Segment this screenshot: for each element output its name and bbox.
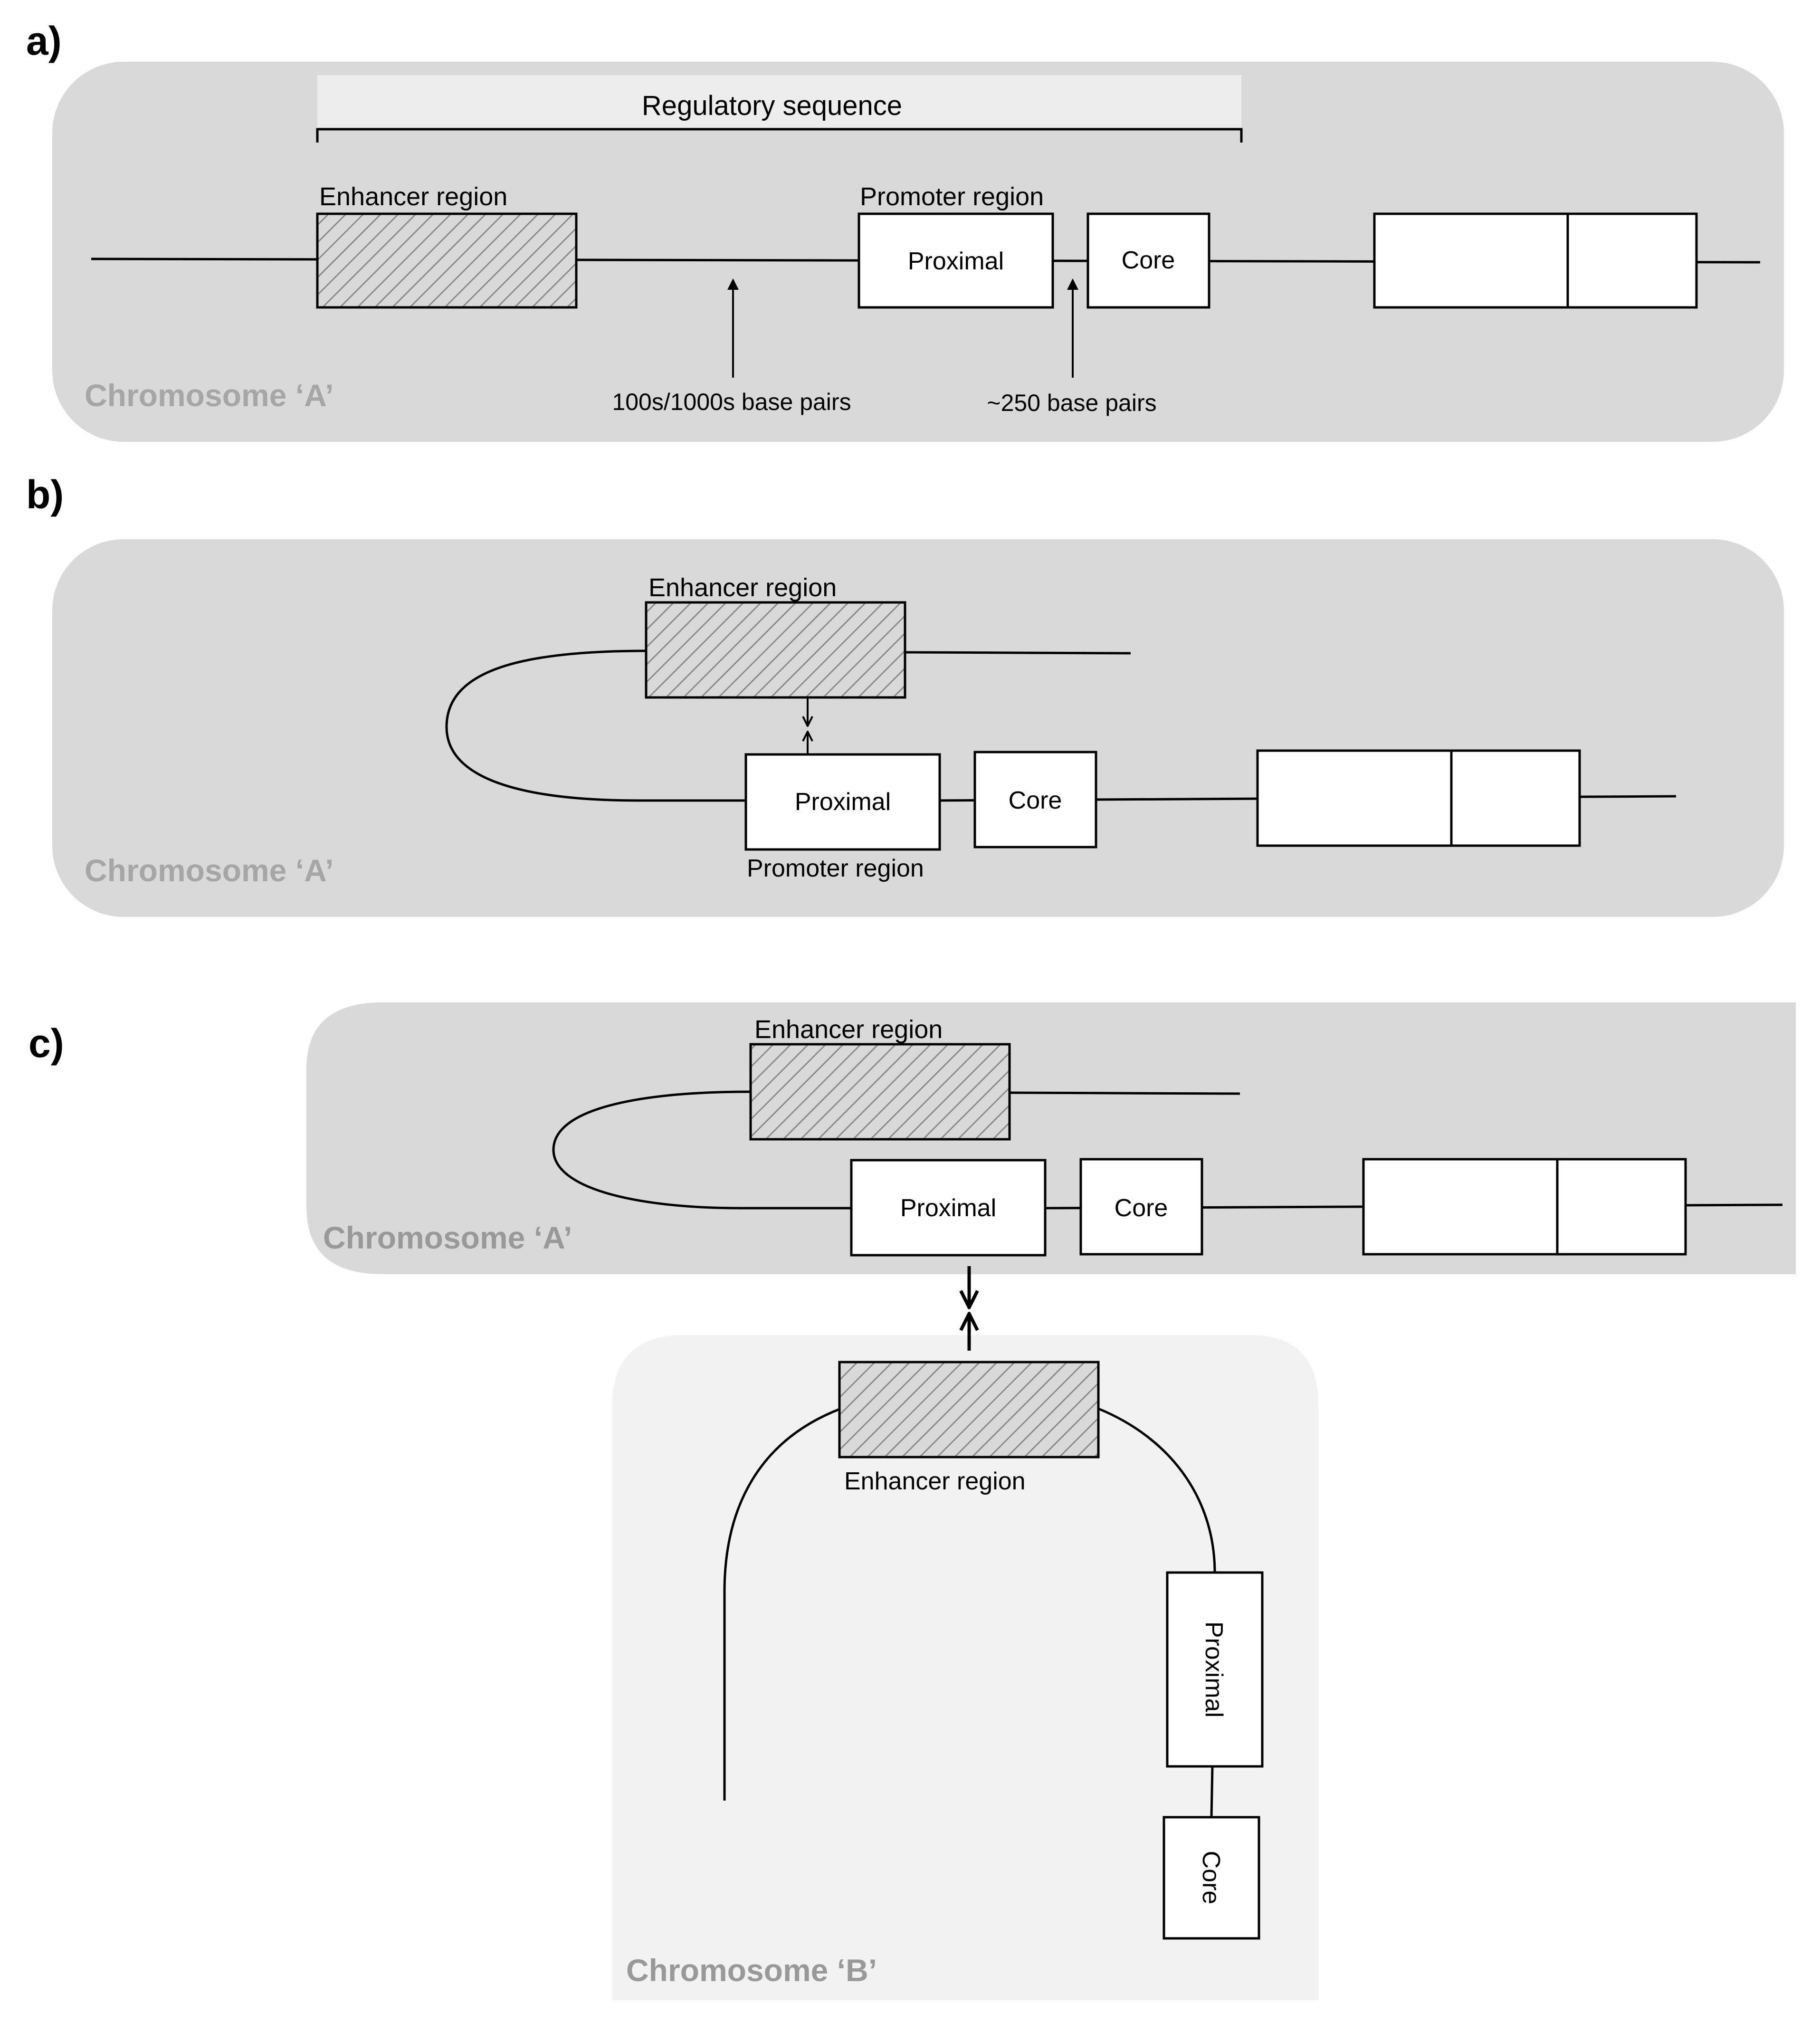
- core-label: Core: [1009, 787, 1062, 814]
- regulatory-sequence-label: Regulatory sequence: [642, 90, 902, 121]
- enhancer-box: [316, 212, 578, 309]
- proximal-box: [858, 212, 1054, 309]
- panel-b-label: b): [26, 472, 64, 517]
- gene-a-box: [1362, 1158, 1687, 1256]
- distance-label-enhancer: 100s/1000s base pairs: [612, 389, 851, 415]
- panel-a-label: a): [26, 19, 62, 63]
- chromosome-loop: [445, 649, 746, 802]
- chromosome-a-line-upper: [1008, 1091, 1240, 1095]
- panel-c-label: c): [29, 1021, 64, 1066]
- proximal-b-label: Proximal: [1200, 1621, 1228, 1717]
- promoter-label: Promoter region: [747, 855, 924, 882]
- proximal-a-box: [850, 1159, 1047, 1257]
- proximal-b-box: [1166, 1571, 1264, 1768]
- core-a-box: [1079, 1158, 1203, 1256]
- chromosome-b-label: Chromosome ‘B’: [626, 1953, 877, 1988]
- core-b-label: Core: [1197, 1851, 1225, 1905]
- enhancer-b-box: [838, 1361, 1100, 1459]
- panel-c: c) Enhancer region Proximal Core Chromos…: [29, 1002, 1796, 2000]
- promoter-label: Promoter region: [860, 182, 1044, 211]
- proximal-a-label: Proximal: [900, 1194, 996, 1222]
- core-label: Core: [1122, 247, 1175, 274]
- distance-label-promoter: ~250 base pairs: [987, 390, 1156, 416]
- gene-box: [1256, 749, 1581, 847]
- chromosome-b-right-arc: [1098, 1407, 1216, 1573]
- panel-a: a) Regulatory sequence Enhancer region P…: [26, 19, 1784, 442]
- enhancer-b-label: Enhancer region: [844, 1468, 1026, 1495]
- proximal-box: [744, 753, 941, 851]
- proximal-label: Proximal: [795, 788, 891, 816]
- enhancer-a-label: Enhancer region: [754, 1015, 943, 1044]
- regulatory-sequence-bracket: [316, 128, 1243, 143]
- proximal-label: Proximal: [908, 248, 1004, 275]
- regulatory-sequence-bar: [317, 75, 1241, 127]
- enhancer-label: Enhancer region: [319, 182, 507, 211]
- core-b-box: [1163, 1816, 1260, 1940]
- panel-b: b) Enhancer region Proximal Promoter reg…: [26, 472, 1784, 917]
- core-box: [973, 751, 1097, 849]
- gene-box: [1373, 212, 1698, 309]
- panel-c-chromosome-b-background: [612, 1335, 1318, 2000]
- enhancer-label: Enhancer region: [648, 573, 837, 602]
- chromosome-b-left-arc: [723, 1407, 841, 1801]
- chromosome-a-loop: [552, 1090, 853, 1210]
- core-a-label: Core: [1115, 1194, 1168, 1222]
- chromosome-b-link: [1210, 1766, 1214, 1818]
- chromosome-line-upper: [901, 651, 1131, 655]
- enhancer-box: [645, 601, 906, 699]
- core-box: [1086, 212, 1210, 309]
- chromosome-label: Chromosome ‘A’: [85, 853, 334, 888]
- chromosome-a-label: Chromosome ‘A’: [323, 1220, 572, 1255]
- chromosome-label: Chromosome ‘A’: [85, 378, 334, 413]
- enhancer-a-box: [749, 1043, 1011, 1141]
